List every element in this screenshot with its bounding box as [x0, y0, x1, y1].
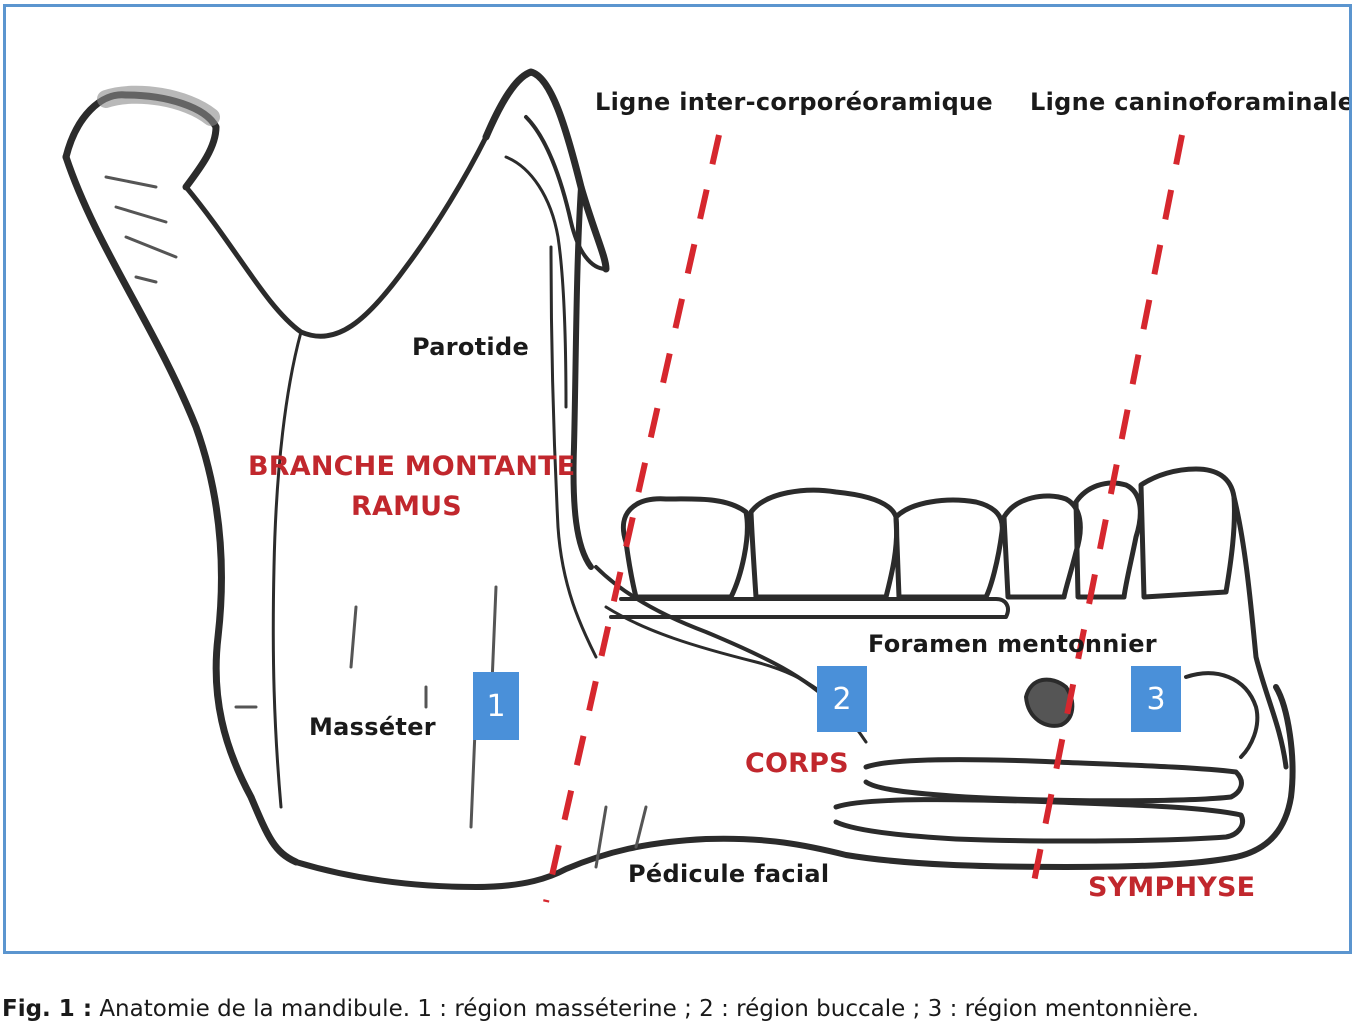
figure-caption: Fig. 1 : Anatomie de la mandibule. 1 : r… [2, 996, 1199, 1022]
label-parotide: Parotide [412, 333, 530, 361]
label-ramus: RAMUS [351, 491, 462, 522]
label-ligne-inter-corporeoramique: Ligne inter-corporéoramique [595, 88, 994, 116]
hatching [234, 585, 648, 869]
ramus-anterior-border [570, 184, 594, 570]
mandible-drawing [62, 68, 1296, 903]
caption-lead: Fig. 1 : [2, 996, 93, 1022]
region-badge-2: 2 [817, 666, 867, 732]
label-symphyse: SYMPHYSE [1088, 872, 1256, 903]
hatching-2 [104, 175, 178, 284]
ramus-anterior-inner [549, 245, 598, 659]
label-ligne-caninoforaminale: Ligne caninoforaminale [1030, 88, 1352, 116]
ramus-inner-contour-2 [271, 330, 303, 809]
label-corps: CORPS [745, 748, 849, 779]
symphysis-chin [1184, 671, 1260, 759]
caption-text: Anatomie de la mandibule. 1 : région mas… [99, 996, 1200, 1022]
inter-corporeoramique-line [543, 134, 722, 903]
condyle-shading [97, 85, 220, 126]
inferior-loop-1 [863, 757, 1244, 804]
region-badge-1: 1 [473, 672, 519, 740]
ramus-posterior-border [62, 153, 300, 866]
label-pedicule-facial: Pédicule facial [628, 860, 830, 888]
coronoid-inner-2 [504, 155, 568, 409]
lower-border [293, 684, 1296, 890]
coronoid-outline [482, 68, 610, 273]
teeth [620, 466, 1237, 600]
label-branche-montante: BRANCHE MONTANTE [248, 451, 576, 482]
symphysis-front [1231, 494, 1289, 770]
foramen-shape [1024, 677, 1075, 728]
label-foramen-mentonnier: Foramen mentonnier [868, 630, 1157, 658]
ramus-inner-contour [183, 134, 489, 339]
inferior-loop-2 [833, 797, 1245, 844]
region-badge-3: 3 [1131, 666, 1181, 732]
caninoforaminale-line [1027, 134, 1185, 903]
coronoid-inner [524, 115, 608, 271]
alveolar-base [609, 597, 1010, 619]
label-masseter: Masséter [309, 713, 436, 741]
figure-frame: Ligne inter-corporéoramique Ligne canino… [3, 4, 1352, 954]
